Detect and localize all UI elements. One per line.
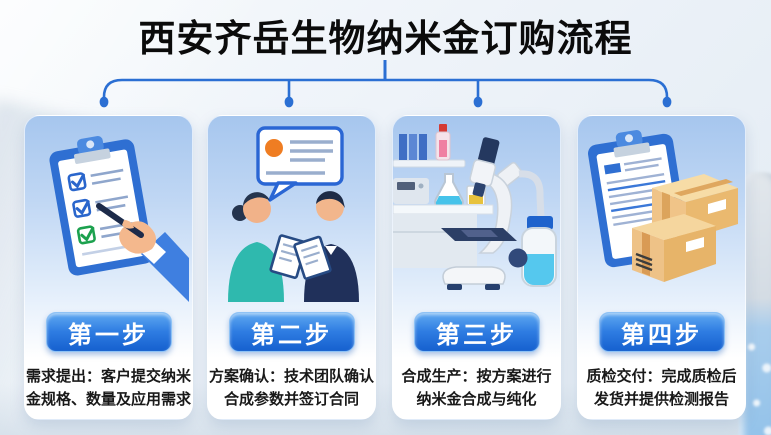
step-3-description: 合成生产：按方案进行 纳米金合成与纯化 [401, 365, 551, 411]
test-tube-crystals [743, 326, 771, 435]
step-2-description-line2: 合成参数并签订合同 [223, 391, 359, 408]
step-card-1: 第一步 需求提出：客户提交纳米 金规格、数量及应用需求 [24, 115, 193, 420]
page-title: 西安齐岳生物纳米金订购流程 [138, 18, 633, 59]
step-2-description: 方案确认：技术团队确认 合成参数并签订合同 [209, 365, 374, 411]
step-1-badge: 第一步 [45, 312, 172, 352]
connector-dot-1 [99, 96, 109, 108]
barcode-lines [635, 252, 652, 272]
lab-counter [392, 204, 493, 215]
bubble-dot [264, 139, 283, 157]
clipboard-checklist-illustration [25, 116, 193, 302]
step-4-description-line2: 发货并提供检测报告 [593, 391, 729, 408]
wash-bottle-cap [526, 216, 553, 230]
person-left-body [227, 242, 284, 302]
person-left-head [242, 195, 271, 223]
connector-dot-2 [284, 96, 294, 108]
team-discussion-icon [227, 126, 359, 302]
step-4-description-line1: 质检交付：完成质检后 [586, 368, 737, 385]
cardboard-box-bottom [631, 214, 716, 282]
step-4-description: 质检交付：完成质检后 发货并提供检测报告 [586, 365, 736, 411]
connector-dot-4 [662, 96, 672, 108]
shelf [392, 159, 465, 168]
quality-delivery-illustration [578, 116, 746, 302]
microscope-base [441, 266, 506, 285]
step-1-description-line1: 需求提出：客户提交纳米 [25, 368, 191, 385]
step-card-2: 第二步 方案确认：技术团队确认 合成参数并签订合同 [207, 115, 376, 420]
flow-connector [99, 60, 672, 108]
clipboard-checklist-icon [48, 136, 189, 302]
step-1-description-line2: 金规格、数量及应用需求 [25, 391, 191, 408]
microscope-knob [508, 248, 527, 268]
step-2-label: 第二步 [251, 321, 332, 349]
connector-dot-3 [473, 96, 483, 108]
step-3-description-line1: 合成生产：按方案进行 [401, 368, 552, 385]
step-1-description: 需求提出：客户提交纳米 金规格、数量及应用需求 [26, 365, 191, 411]
step-2-badge: 第二步 [228, 312, 355, 352]
team-discussion-illustration [208, 116, 376, 302]
step-3-label: 第三步 [436, 321, 517, 349]
step-3-badge: 第三步 [413, 312, 540, 352]
document-right [292, 235, 332, 280]
clipboard-boxes-icon [587, 130, 738, 282]
step-4-label: 第四步 [621, 321, 702, 349]
lab-microscope-icon [392, 124, 557, 290]
lab-synthesis-illustration [392, 116, 561, 302]
lab-machine [392, 178, 429, 204]
step-card-4: 第四步 质检交付：完成质检后 发货并提供检测报告 [577, 115, 746, 420]
step-1-label: 第一步 [68, 321, 149, 349]
step-2-description-line1: 方案确认：技术团队确认 [208, 368, 374, 385]
microscope-eyepiece [477, 137, 499, 167]
step-card-3: 第三步 合成生产：按方案进行 纳米金合成与纯化 [392, 115, 561, 420]
step-3-description-line2: 纳米金合成与纯化 [416, 391, 537, 408]
step-4-badge: 第四步 [598, 312, 725, 352]
pen-shape [95, 203, 144, 238]
wash-bottle-tube [518, 170, 544, 219]
